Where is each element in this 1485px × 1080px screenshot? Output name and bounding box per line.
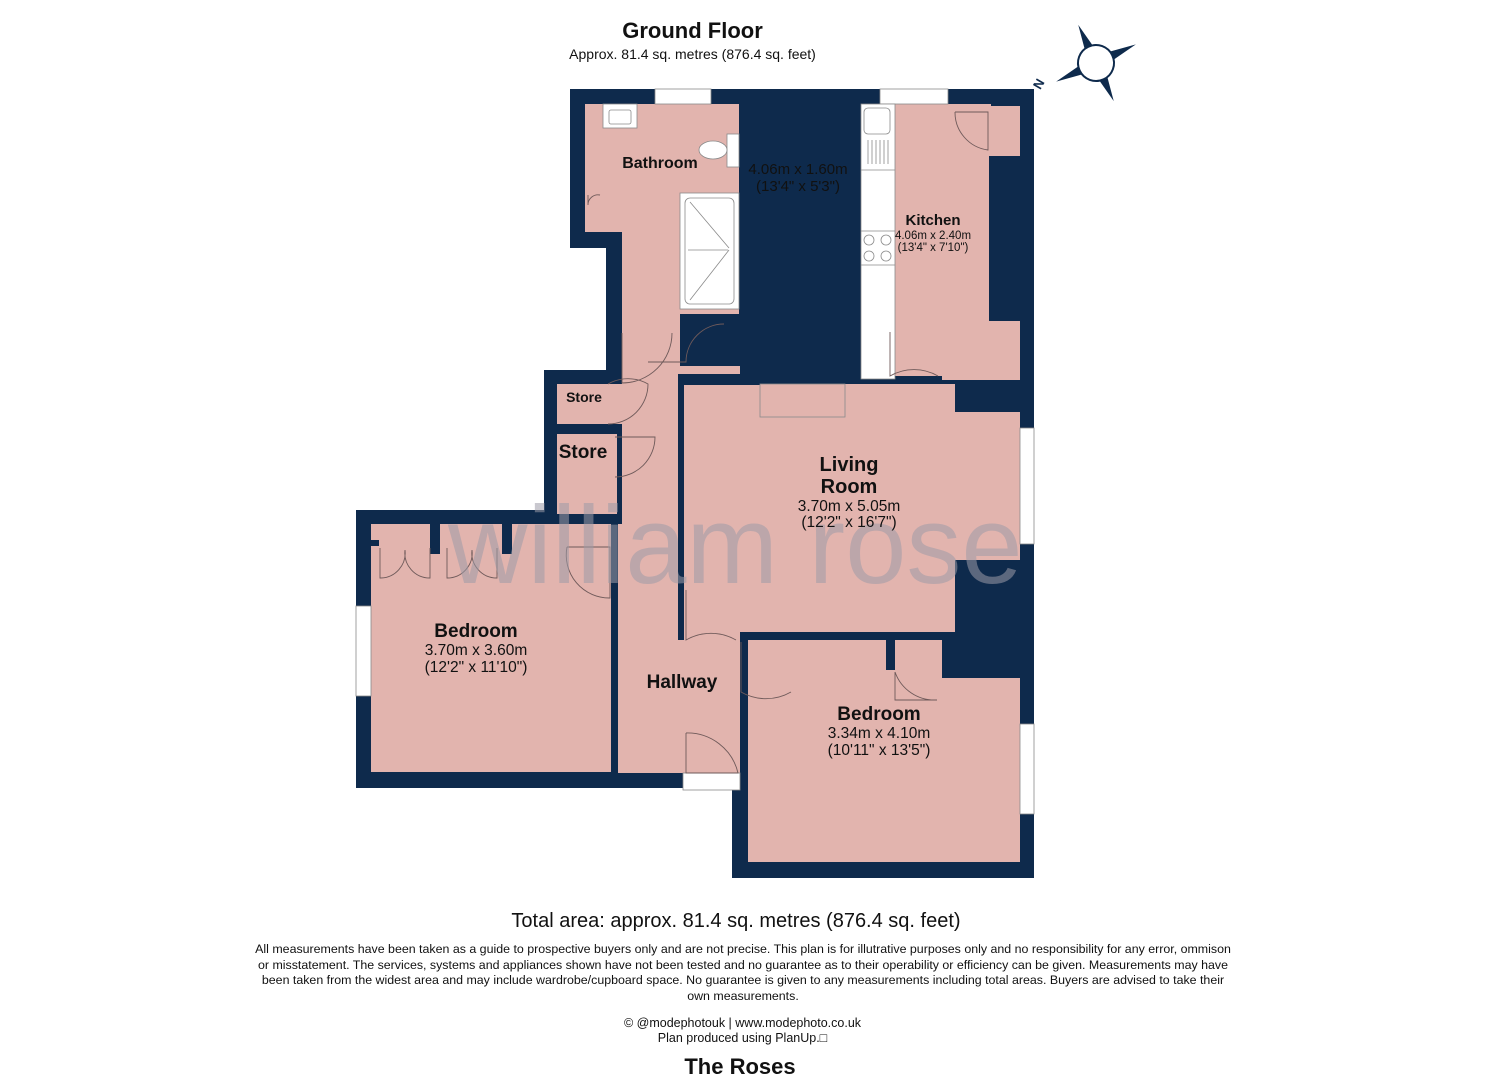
hallway-floor — [618, 383, 740, 790]
living-room-dim-ft: (12'2" x 16'7") — [801, 514, 896, 531]
front-door-threshold — [682, 772, 741, 791]
kitchen-floor — [890, 104, 1020, 380]
kitchen-window — [879, 88, 949, 105]
store-2-door-swing — [614, 436, 656, 478]
hallway-label: Hallway — [647, 672, 718, 693]
living-room-label-line1: Living — [820, 454, 879, 476]
store-2-floor — [557, 434, 617, 514]
store-2-label: Store — [559, 442, 608, 463]
floors — [371, 104, 1020, 862]
bedroom-2-door-swing — [740, 642, 792, 700]
kitchen-door-swing — [889, 332, 939, 377]
bathroom-cupboard-floor — [585, 205, 612, 232]
fireplace-hearth — [759, 383, 846, 418]
credit-line-1: © @modephotouk | www.modephoto.co.uk — [623, 1016, 862, 1030]
interior-walls — [371, 383, 1020, 790]
doors — [379, 111, 989, 774]
room-labels: Bathroom 4.06m x 1.60m (13'4" x 5'3") Ki… — [425, 155, 971, 759]
bedroom-2-window — [1019, 723, 1035, 815]
shower-tray-icon — [679, 192, 740, 310]
store-1-door-swing — [607, 378, 649, 425]
living-room-label-line2: Room — [821, 476, 878, 498]
wardrobe-1-door-swing — [379, 548, 431, 579]
living-room-window — [1019, 427, 1035, 545]
bathroom-dim-ft: (13'4" x 5'3") — [756, 178, 840, 195]
store-1-label: Store — [566, 389, 602, 405]
cupboard-door-swing — [648, 323, 725, 363]
floor-area: Approx. 81.4 sq. metres (876.4 sq. feet) — [569, 46, 816, 62]
credit-line-2: Plan produced using PlanUp.□ — [657, 1031, 828, 1045]
kitchen-sink-icon — [863, 107, 891, 135]
property-name: The Roses — [684, 1054, 796, 1079]
bathroom-cupboard-door-swing — [587, 194, 601, 206]
hob-icon — [863, 234, 892, 262]
toilet-icon — [698, 140, 728, 160]
bathroom-label: Bathroom — [622, 155, 698, 172]
bedroom-1-dim-m: 3.70m x 3.60m — [425, 642, 528, 659]
store-1-floor — [557, 384, 622, 424]
toilet-cistern-icon — [726, 133, 740, 168]
kitchen-dim-m: 4.06m x 2.40m — [895, 230, 971, 242]
bedroom-1-dim-ft: (12'2" x 11'10") — [425, 659, 528, 676]
drainer-icon — [867, 140, 889, 164]
bedroom-1-label: Bedroom — [434, 621, 517, 642]
living-room-floor — [684, 384, 1020, 640]
bedroom-1-floor — [371, 524, 611, 772]
bedroom-2-dim-m: 3.34m x 4.10m — [828, 725, 931, 742]
kitchen-label: Kitchen — [905, 212, 960, 229]
floor-title: Ground Floor — [622, 18, 763, 43]
compass-rose-icon — [1056, 24, 1136, 102]
kitchen-dim-ft: (13'4" x 7'10") — [898, 242, 969, 254]
bedroom-2-cupboard-door-swing — [894, 671, 938, 701]
bathroom-floor — [585, 104, 740, 383]
credit-block: © @modephotouk | www.modephoto.co.uk Pla… — [0, 1016, 1485, 1046]
bathroom-door-swing — [621, 332, 673, 384]
bathroom-dim-m: 4.06m x 1.60m — [748, 161, 847, 178]
wardrobe-2-door-swing — [446, 548, 498, 579]
watermark-text: william rose — [447, 484, 1023, 607]
bedroom-1-window — [355, 605, 372, 697]
bedroom-1-door-swing — [565, 546, 611, 599]
bedroom-2-floor — [748, 640, 1020, 862]
disclaimer-text: All measurements have been taken as a gu… — [255, 942, 1231, 1003]
total-area: Total area: approx. 81.4 sq. metres (876… — [511, 910, 961, 932]
fixtures — [602, 103, 896, 418]
living-room-door-swing — [685, 590, 737, 641]
living-room-dim-m: 3.70m x 5.05m — [798, 498, 901, 515]
windows — [355, 88, 1035, 815]
front-door-swing — [685, 732, 739, 774]
bedroom-2-dim-ft: (10'11" x 13'5") — [828, 742, 931, 759]
bedroom-2-label: Bedroom — [837, 704, 920, 725]
kitchen-cupboard-door-swing — [954, 111, 989, 151]
bathroom-window — [654, 88, 712, 105]
